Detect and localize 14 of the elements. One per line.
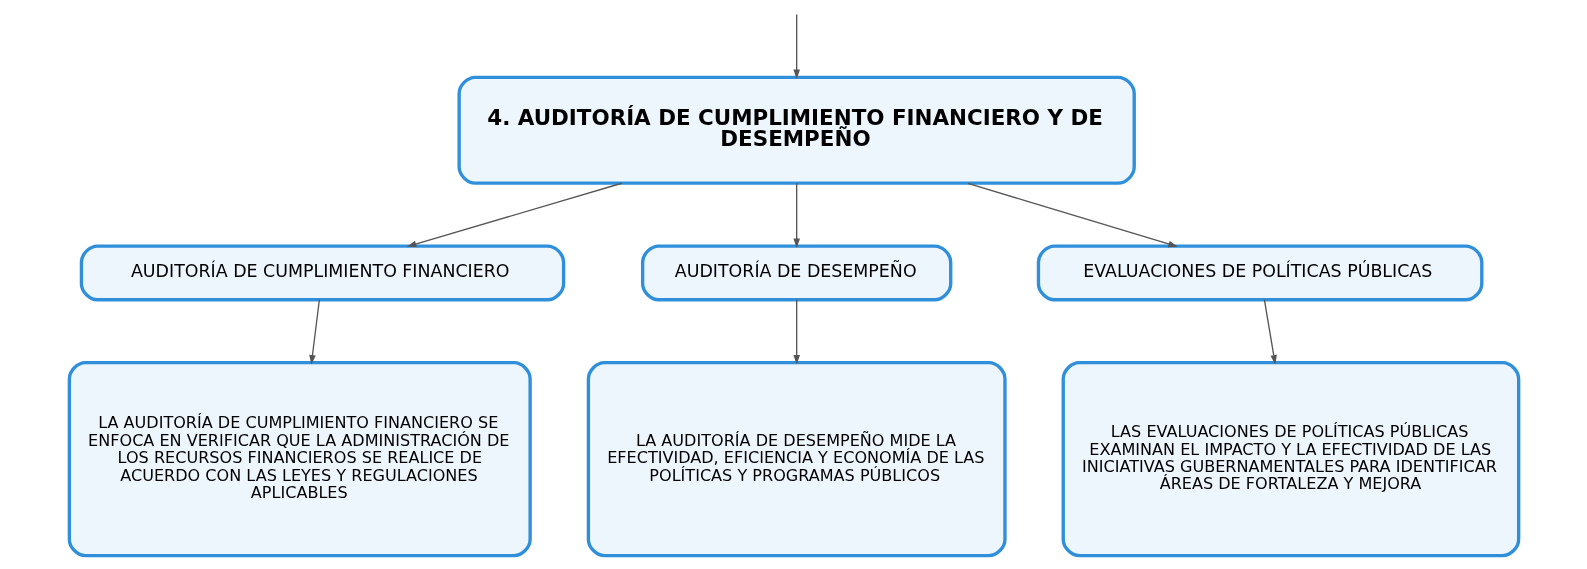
arrow — [308, 299, 320, 365]
node-box: LAS EVALUACIONES DE POLÍTICAS PÚBLICAS EXAMINAN EL IMPACTO Y LA EFECTIVIDAD DE LAS INICIATIVAS GUBERNAMENTALES PARA IDENTIFICAR ÁREAS DE FORTALEZA Y MEJORA — [1061, 361, 1520, 558]
arrow — [792, 13, 800, 79]
arrow — [966, 182, 1178, 248]
arrow — [792, 299, 800, 365]
arrow — [1263, 299, 1277, 365]
arrow — [406, 182, 622, 248]
node-box: 4. AUDITORÍA DE CUMPLIMIENTO FINANCIERO Y DE DESEMPEÑO — [456, 75, 1136, 185]
arrow — [792, 182, 800, 248]
node-box: EVALUACIONES DE POLÍTICAS PÚBLICAS — [1036, 244, 1483, 302]
node-box: LA AUDITORÍA DE CUMPLIMIENTO FINANCIERO SE ENFOCA EN VERIFICAR QUE LA ADMINISTRACIÓN DE LOS RECURSOS FINANCIEROS SE REALICE DE ACUERDO CON LAS LEYES Y REGULACIONES APLICABLES — [67, 361, 532, 558]
node-box: AUDITORÍA DE CUMPLIMIENTO FINANCIERO — [79, 244, 565, 302]
node-box: AUDITORÍA DE DESEMPEÑO — [640, 244, 952, 302]
node-box: LA AUDITORÍA DE DESEMPEÑO MIDE LA EFECTIVIDAD, EFICIENCIA Y ECONOMÍA DE LAS POLÍTICAS Y PROGRAMAS PÚBLICOS — [586, 361, 1007, 558]
